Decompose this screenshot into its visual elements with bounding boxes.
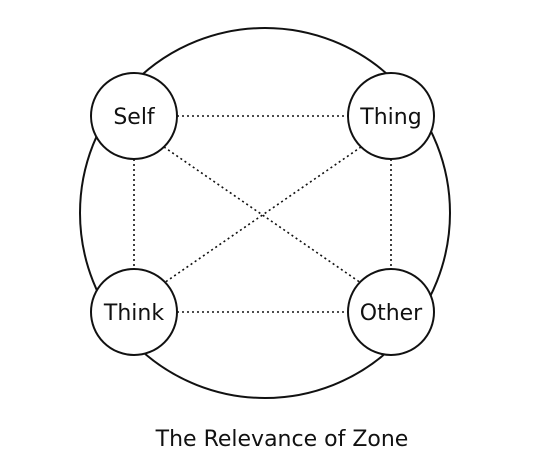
- diagram-caption: The Relevance of Zone: [155, 427, 409, 452]
- node-thing-circle: [347, 72, 435, 160]
- node-thing-label: Thing: [359, 105, 421, 130]
- node-self-label: Self: [113, 105, 156, 130]
- node-thing: Thing: [347, 72, 435, 160]
- node-other-circle: [347, 268, 435, 356]
- node-think: Think: [90, 268, 178, 356]
- node-think-label: Think: [103, 301, 164, 326]
- node-self-circle: [90, 72, 178, 160]
- node-self: Self: [90, 72, 178, 160]
- node-other-label: Other: [360, 301, 423, 326]
- node-think-circle: [90, 268, 178, 356]
- node-other: Other: [347, 268, 435, 356]
- connector-lines: [133, 115, 392, 313]
- outer-circle: [79, 27, 451, 399]
